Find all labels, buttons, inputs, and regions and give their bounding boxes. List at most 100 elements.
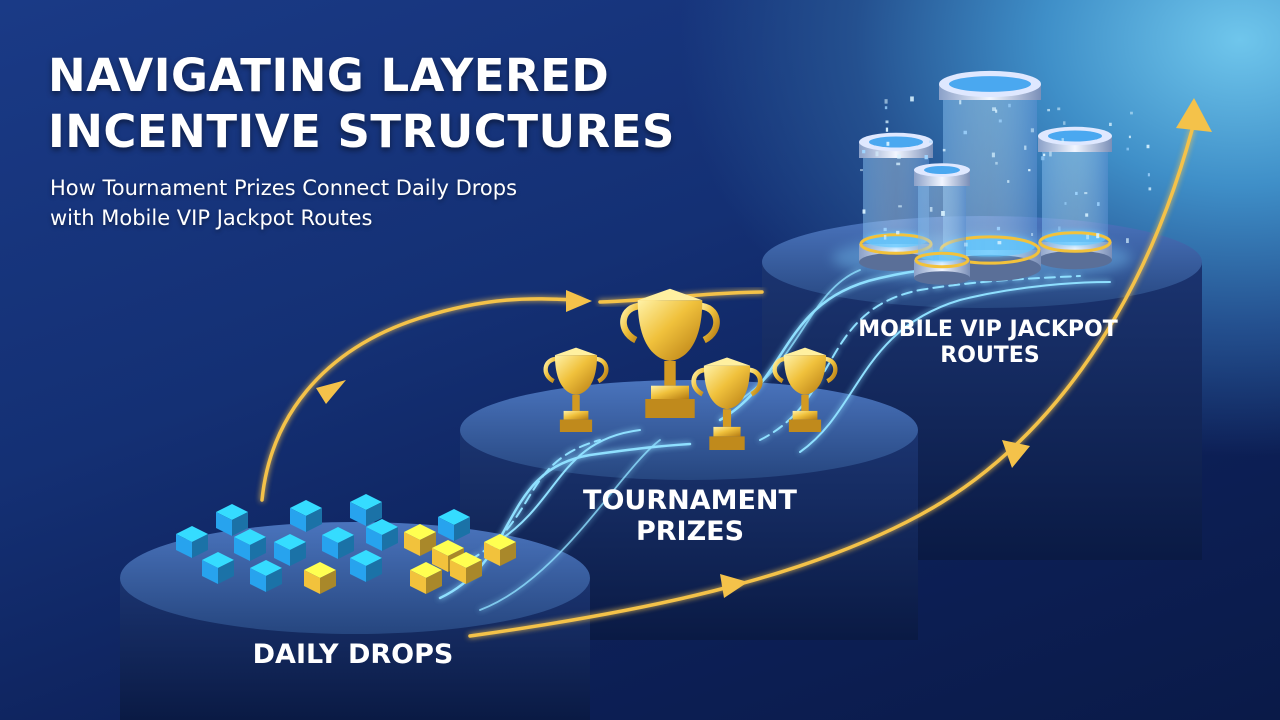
gold-cube-icon (304, 562, 336, 594)
gold-cube-icon (410, 562, 442, 594)
sparkle (884, 106, 888, 110)
gold-cube-icon (484, 534, 516, 566)
sparkle (883, 227, 887, 232)
sparkle (1031, 233, 1034, 236)
arrow-head-icon (720, 574, 748, 598)
sparkle (963, 130, 967, 135)
sparkle (1146, 144, 1150, 149)
sparkle (1085, 213, 1089, 217)
arrow-head-icon (316, 380, 346, 404)
jackpot-canister-icon (914, 163, 970, 285)
sparkle (1084, 192, 1088, 195)
sparkle (959, 100, 962, 105)
sparkle (1040, 156, 1045, 161)
gold-cube-icon (450, 552, 482, 584)
sparkle (991, 152, 995, 158)
sparkle (998, 119, 1002, 123)
sparkle (1086, 234, 1090, 240)
sparkle (1049, 151, 1052, 157)
sparkle (1063, 121, 1066, 125)
blue-cube-icon (234, 529, 266, 561)
sparkle (1061, 138, 1064, 144)
sparkle (1043, 153, 1046, 157)
sparkle (896, 230, 900, 235)
sparkle (860, 169, 863, 172)
arrow-head-icon (1176, 98, 1212, 132)
daily-cubes (176, 494, 516, 594)
trophy-icon (543, 347, 609, 432)
sparkle (1007, 180, 1010, 183)
sparkle (1024, 145, 1027, 150)
sparkle (1096, 233, 1100, 239)
blue-cube-icon (176, 526, 208, 558)
sparkle (997, 241, 1002, 245)
sparkle (929, 140, 933, 143)
sparkle (862, 149, 866, 154)
sparkle (885, 127, 889, 132)
blue-cube-icon (438, 509, 470, 541)
sparkle (910, 96, 914, 102)
blue-cube-icon (350, 550, 382, 582)
page-title: NAVIGATING LAYERED INCENTIVE STRUCTURES (48, 48, 675, 160)
vip-label-line-1: MOBILE VIP JACKPOT (858, 317, 1118, 342)
sparkle (995, 161, 998, 165)
trophy-icon (691, 357, 763, 450)
tournament-trophies (543, 288, 838, 450)
sparkle (942, 148, 946, 152)
sparkle (1057, 107, 1061, 111)
sparkle (964, 242, 968, 247)
sparkle (1126, 238, 1129, 244)
sparkle (1148, 187, 1152, 191)
arrow-head-icon (1002, 440, 1030, 468)
sparkle (883, 234, 887, 240)
tournament-label-line-1: TOURNAMENT (583, 485, 797, 516)
sparkle (862, 209, 866, 214)
sparkle (896, 162, 901, 166)
blue-cube-icon (350, 494, 382, 526)
sparkle (1030, 128, 1034, 133)
blue-cube-icon (202, 552, 234, 584)
subtitle-line-2: with Mobile VIP Jackpot Routes (50, 206, 373, 230)
sparkle (884, 99, 888, 104)
sparkle (1075, 191, 1078, 195)
sparkle (1058, 226, 1061, 231)
blue-cube-icon (216, 504, 248, 536)
arrow-daily-to-vip (468, 98, 1212, 638)
sparkle (1130, 111, 1133, 115)
blue-cube-icon (290, 500, 322, 532)
sparkle (996, 226, 1001, 231)
vip-label-line-2: ROUTES (940, 343, 1039, 368)
arrow-daily-to-tournament (260, 290, 592, 502)
sparkle (885, 120, 889, 124)
sparkle (1147, 173, 1150, 177)
sparkle (1109, 122, 1112, 127)
sparkle (1126, 147, 1129, 151)
sparkle (941, 210, 945, 216)
sparkle (1028, 169, 1031, 172)
gold-cube-icon (432, 540, 464, 572)
jackpot-canister-icon (1038, 126, 1112, 270)
sparkle (1008, 103, 1011, 108)
sparkle (898, 205, 902, 208)
sparkle (995, 109, 998, 113)
sparkle (992, 107, 997, 111)
sparkle (1064, 202, 1067, 205)
page-subtitle: How Tournament Prizes Connect Daily Drop… (50, 173, 517, 233)
sparkle (924, 155, 928, 160)
daily-drops-label: DAILY DROPS (253, 639, 454, 670)
sparkle (897, 154, 901, 159)
title-line-2: INCENTIVE STRUCTURES (48, 105, 675, 158)
title-line-1: NAVIGATING LAYERED (48, 49, 610, 102)
sparkle (929, 206, 933, 212)
sparkle (875, 151, 879, 157)
blue-cube-icon (322, 527, 354, 559)
sparkle (1097, 202, 1100, 206)
tournament-label-line-2: PRIZES (636, 516, 744, 547)
trophy-icon (772, 347, 838, 432)
arrow-head-icon (566, 290, 592, 312)
blue-cube-icon (274, 534, 306, 566)
sparkles (860, 96, 1152, 247)
vip-canisters (859, 70, 1112, 285)
